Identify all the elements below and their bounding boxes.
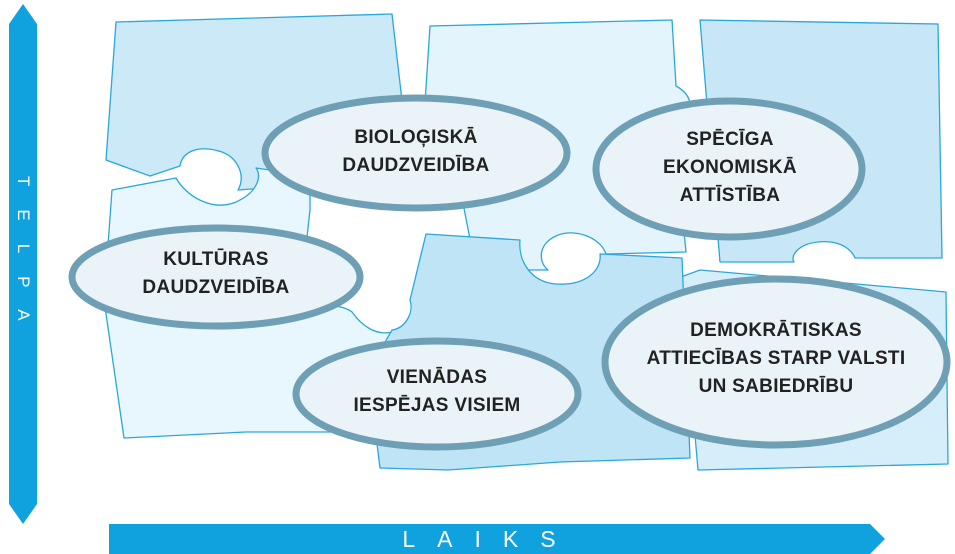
label-line: ATTIECĪBAS STARP VALSTI bbox=[646, 348, 906, 369]
label-line: IESPĒJAS VISIEM bbox=[353, 395, 521, 416]
label-biological: BIOLOĢISKĀ DAUDZVEIDĪBA bbox=[296, 124, 536, 180]
label-democratic: DEMOKRĀTISKAS ATTIECĪBAS STARP VALSTI UN… bbox=[606, 317, 946, 401]
label-line: KULTŪRAS bbox=[163, 249, 269, 270]
label-line: UN SABIEDRĪBU bbox=[698, 376, 854, 397]
horizontal-axis-label: LAIKS bbox=[402, 526, 578, 552]
oval-biological bbox=[261, 94, 571, 212]
oval-cultural bbox=[68, 224, 364, 330]
label-line: EKONOMISKĀ bbox=[663, 157, 797, 178]
label-line: BIOLOĢISKĀ bbox=[354, 127, 478, 148]
vertical-axis-arrow bbox=[9, 4, 37, 524]
label-line: VIENĀDAS bbox=[386, 367, 488, 388]
label-line: DAUDZVEIDĪBA bbox=[342, 155, 490, 176]
label-line: DEMOKRĀTISKAS bbox=[690, 320, 862, 341]
oval-equal bbox=[292, 337, 582, 451]
label-line: DAUDZVEIDĪBA bbox=[142, 277, 290, 298]
label-economic: SPĒCĪGA EKONOMISKĀ ATTĪSTĪBA bbox=[620, 126, 840, 210]
vertical-axis-label: TELPA bbox=[14, 176, 33, 344]
oval-democratic bbox=[601, 275, 951, 449]
label-equal: VIENĀDAS IESPĒJAS VISIEM bbox=[317, 364, 557, 420]
horizontal-axis-arrow bbox=[109, 524, 885, 554]
label-line: SPĒCĪGA bbox=[686, 129, 774, 150]
oval-economic bbox=[592, 97, 866, 241]
label-cultural: KULTŪRAS DAUDZVEIDĪBA bbox=[106, 246, 326, 302]
label-line: ATTĪSTĪBA bbox=[679, 185, 781, 206]
